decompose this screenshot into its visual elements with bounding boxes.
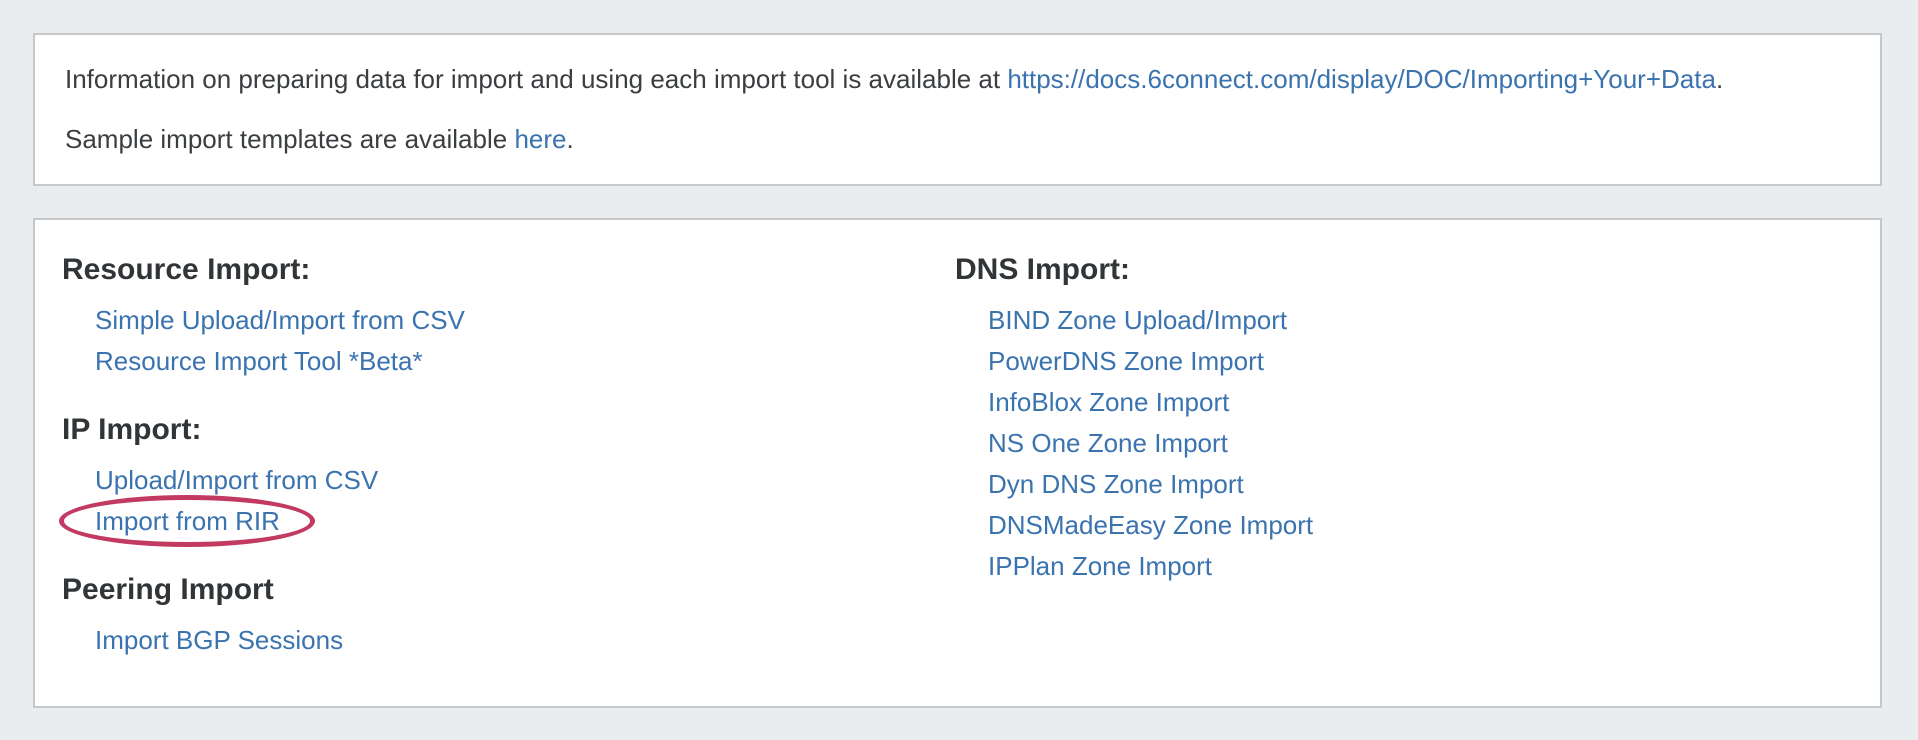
link-ns-one-zone-import[interactable]: NS One Zone Import	[988, 428, 1228, 458]
link-bind-zone-upload-import[interactable]: BIND Zone Upload/Import	[988, 305, 1288, 335]
dns-import-heading: DNS Import:	[955, 253, 1130, 286]
info-line-1-text: Information on preparing data for import…	[65, 64, 1008, 94]
resource-import-links: Simple Upload/Import from CSV Resource I…	[62, 300, 955, 382]
section-dns-import: DNS Import: BIND Zone Upload/Import Powe…	[955, 252, 1853, 587]
section-resource-import: Resource Import: Simple Upload/Import fr…	[62, 252, 955, 382]
link-dyn-dns-zone-import[interactable]: Dyn DNS Zone Import	[988, 469, 1244, 499]
templates-here-link[interactable]: here	[514, 124, 567, 154]
ip-import-heading: IP Import:	[62, 413, 202, 446]
link-resource-import-tool-beta[interactable]: Resource Import Tool *Beta*	[95, 346, 423, 376]
list-item: Dyn DNS Zone Import	[988, 464, 1853, 505]
resource-import-heading: Resource Import:	[62, 253, 311, 286]
info-line-1: Information on preparing data for import…	[65, 61, 1850, 97]
import-panel: Resource Import: Simple Upload/Import fr…	[33, 218, 1882, 708]
list-item: Import from RIR	[59, 495, 955, 547]
link-dnsmadeeasy-zone-import[interactable]: DNSMadeEasy Zone Import	[988, 510, 1314, 540]
link-import-bgp-sessions[interactable]: Import BGP Sessions	[95, 625, 344, 655]
info-line-2-text: Sample import templates are available	[65, 124, 515, 154]
right-column: DNS Import: BIND Zone Upload/Import Powe…	[955, 252, 1853, 587]
dns-import-links: BIND Zone Upload/Import PowerDNS Zone Im…	[955, 300, 1853, 587]
link-upload-import-from-csv[interactable]: Upload/Import from CSV	[95, 465, 379, 495]
list-item: BIND Zone Upload/Import	[988, 300, 1853, 341]
list-item: IPPlan Zone Import	[988, 546, 1853, 587]
list-item: NS One Zone Import	[988, 423, 1853, 464]
info-line-2-period: .	[566, 124, 574, 154]
list-item: Upload/Import from CSV	[95, 460, 955, 501]
link-simple-upload-import-from-csv[interactable]: Simple Upload/Import from CSV	[95, 305, 465, 335]
docs-url-link[interactable]: https://docs.6connect.com/display/DOC/Im…	[1007, 64, 1716, 94]
peering-import-heading: Peering Import	[62, 573, 274, 606]
link-import-from-rir[interactable]: Import from RIR	[95, 506, 280, 536]
link-powerdns-zone-import[interactable]: PowerDNS Zone Import	[988, 346, 1264, 376]
peering-import-links: Import BGP Sessions	[62, 620, 955, 661]
list-item: DNSMadeEasy Zone Import	[988, 505, 1853, 546]
list-item: Simple Upload/Import from CSV	[95, 300, 955, 341]
left-column: Resource Import: Simple Upload/Import fr…	[59, 252, 955, 661]
list-item: InfoBlox Zone Import	[988, 382, 1853, 423]
link-ipplan-zone-import[interactable]: IPPlan Zone Import	[988, 551, 1212, 581]
info-line-1-period: .	[1715, 64, 1724, 94]
list-item: Import BGP Sessions	[95, 620, 955, 661]
ip-import-links: Upload/Import from CSV Import from RIR	[59, 460, 955, 547]
list-item: PowerDNS Zone Import	[988, 341, 1853, 382]
section-peering-import: Peering Import Import BGP Sessions	[62, 572, 955, 661]
info-line-2: Sample import templates are available he…	[65, 121, 1850, 157]
list-item: Resource Import Tool *Beta*	[95, 341, 955, 382]
section-ip-import: IP Import: Upload/Import from CSV Import…	[59, 412, 955, 547]
info-panel: Information on preparing data for import…	[33, 33, 1882, 186]
link-infoblox-zone-import[interactable]: InfoBlox Zone Import	[988, 387, 1230, 417]
